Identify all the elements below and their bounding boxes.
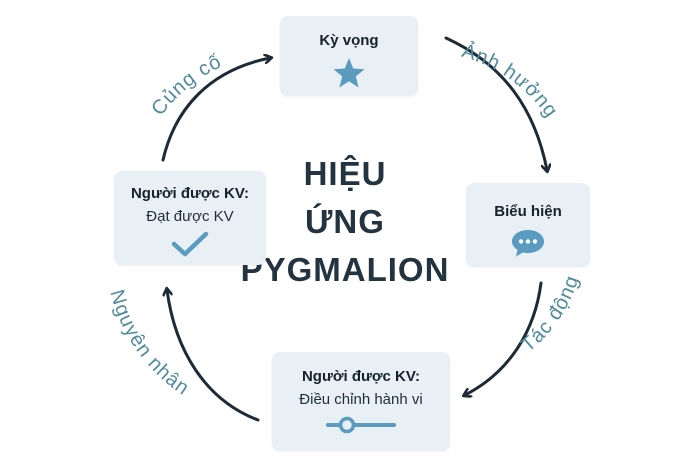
box-achievement: Người được KV: Đạt được KV — [114, 171, 266, 265]
star-icon — [333, 58, 365, 88]
center-title-line-3: PYGMALION — [240, 251, 450, 288]
slider-icon — [326, 416, 396, 434]
arrow-label-bottom-right: Tác động — [517, 272, 583, 356]
box-behavior-adjust-title: Người được KV: — [301, 368, 421, 385]
arrow-top-left — [161, 58, 270, 162]
center-title-line-2: ỨNG — [305, 203, 385, 240]
center-title-line-1: HIỆU — [303, 155, 387, 192]
arrow-bottom-left — [167, 290, 260, 422]
box-achievement-title: Người được KV: — [130, 185, 250, 202]
box-expression: Biểu hiện — [466, 183, 590, 267]
box-expectation-title: Kỳ vọng — [319, 32, 379, 49]
box-achievement-subtitle: Đạt được KV — [146, 208, 234, 225]
box-expression-title: Biểu hiện — [494, 203, 562, 220]
arrow-top-right — [444, 36, 547, 170]
box-expectation: Kỳ vọng — [280, 16, 418, 96]
checkmark-icon — [171, 231, 209, 257]
box-behavior-adjust-subtitle: Điều chỉnh hành vi — [299, 391, 423, 408]
arrow-bottom-right — [465, 281, 543, 395]
arrow-label-top-right: Ảnh hưởng — [459, 39, 562, 122]
speech-bubble-icon — [512, 230, 544, 257]
box-behavior-adjust: Người được KV: Điều chỉnh hành vi — [272, 352, 450, 451]
